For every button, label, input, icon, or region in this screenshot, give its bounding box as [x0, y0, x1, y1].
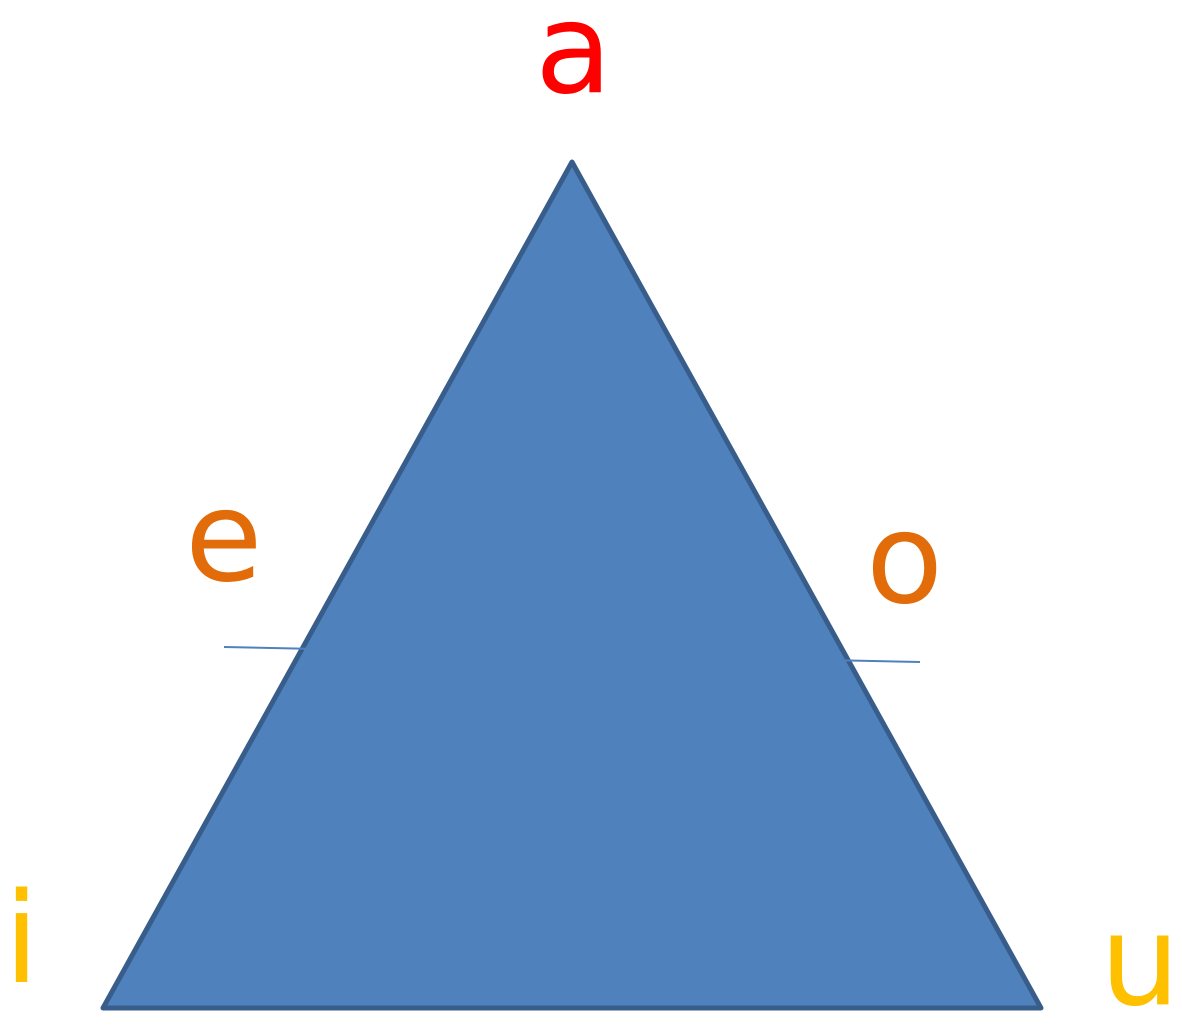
mid-vowel-divider-line	[223, 646, 921, 663]
vowel-label-i: i	[4, 865, 40, 1012]
vowel-label-e: e	[185, 463, 263, 610]
vowel-triangle	[100, 159, 1044, 1011]
vowel-label-o: o	[866, 485, 944, 632]
vowel-label-u: u	[1100, 887, 1180, 1034]
vowel-label-a: a	[535, 0, 613, 122]
vowel-triangle-diagram: a e o i u	[4, 0, 1180, 1024]
vowel-triangle-svg	[100, 159, 1044, 1011]
